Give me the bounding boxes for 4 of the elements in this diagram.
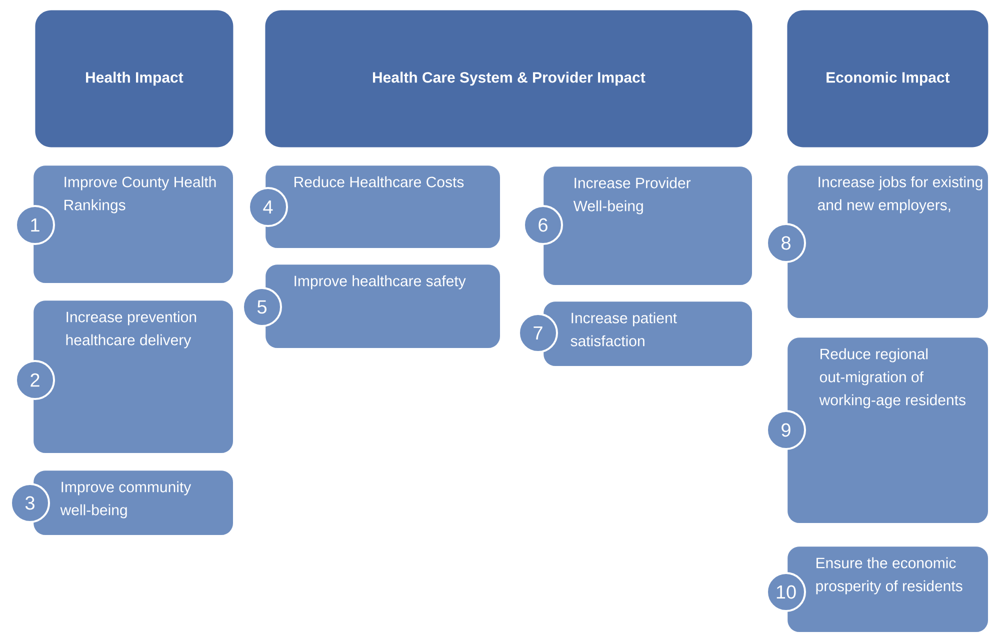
category-header: Health Impact	[35, 10, 234, 148]
category-header: Health Care System & Provider Impact	[265, 10, 752, 148]
goal-box: Improve healthcare safety	[265, 264, 501, 349]
category-header: Economic Impact	[787, 10, 988, 148]
